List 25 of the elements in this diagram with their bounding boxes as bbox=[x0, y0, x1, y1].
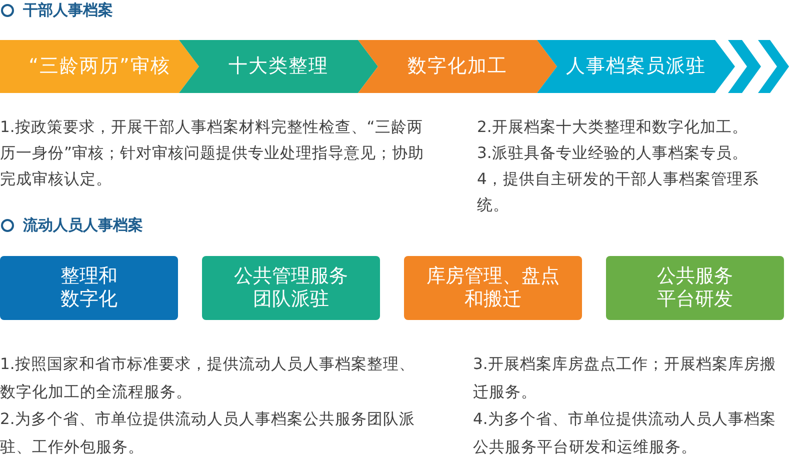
service-box bbox=[404, 256, 582, 320]
description-text: 2.为多个省、市单位提供流动人员人事档案公共服务团队派驻、工作外包服务。 bbox=[0, 409, 416, 458]
description-text: 2.开展档案十大类整理和数字化加工。 bbox=[477, 117, 749, 138]
box-label: 库房管理、盘点和搬迁 bbox=[426, 265, 560, 311]
service-box bbox=[202, 256, 380, 320]
description-text: 1.按照国家和省市标准要求，提供流动人员人事档案整理、数字化加工的全流程服务。 bbox=[0, 354, 416, 402]
description-text: 3.开展档案库房盘点工作；开展档案库房搬迁服务。 bbox=[473, 354, 777, 402]
chevron-step bbox=[179, 40, 378, 93]
description-text: 1.按政策要求，开展干部人事档案材料完整性检查、“三龄两历一身份”审核；针对审核问题提供专业处理指导意见；协助完成审核认定。 bbox=[0, 117, 426, 190]
description-text: 4，提供自主研发的干部人事档案管理系统。 bbox=[477, 169, 760, 216]
description-text: 4.为多个省、市单位提供流动人员人事档案公共服务平台研发和运维服务。 bbox=[473, 409, 777, 458]
step-label: 数字化加工 bbox=[408, 55, 508, 78]
section-heading: 流动人员人事档案 bbox=[23, 216, 143, 234]
box-label: 公共管理服务团队派驻 bbox=[233, 265, 349, 311]
step-label: 十大类整理 bbox=[228, 55, 328, 78]
section-heading: 干部人事档案 bbox=[23, 1, 113, 19]
service-box bbox=[0, 256, 178, 320]
step-label: “三龄两历”审核 bbox=[28, 55, 170, 78]
step-label: 人事档案员派驻 bbox=[566, 55, 706, 78]
box-label: 整理和数字化 bbox=[60, 265, 118, 311]
description-text: 3.派驻具备专业经验的人事档案专员。 bbox=[477, 143, 749, 164]
box-label: 公共服务平台研发 bbox=[656, 265, 734, 311]
service-box bbox=[606, 256, 784, 320]
chevron-step bbox=[0, 40, 199, 93]
chevron-step bbox=[358, 40, 557, 93]
